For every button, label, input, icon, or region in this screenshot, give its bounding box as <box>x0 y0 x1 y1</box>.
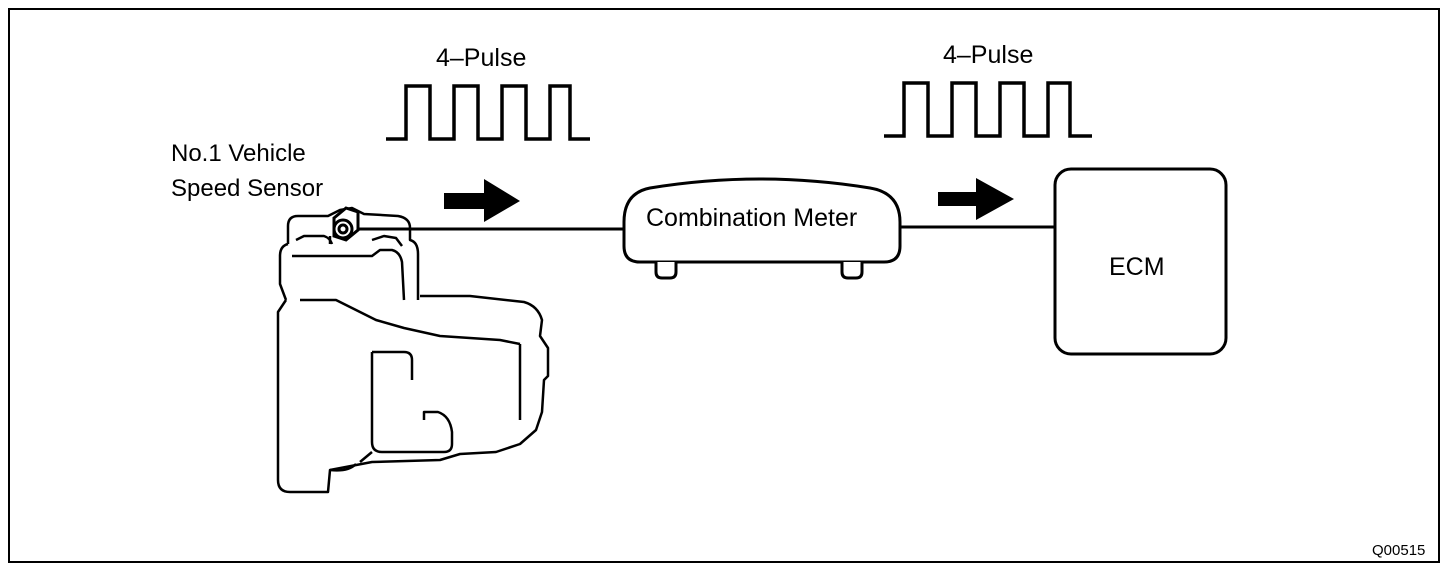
pulse-label-left: 4–Pulse <box>436 44 527 72</box>
transmission-illustration <box>276 206 550 494</box>
sensor-label-line1: No.1 Vehicle <box>171 140 306 167</box>
combination-meter-label: Combination Meter <box>646 204 858 232</box>
signal-arrow-right <box>938 178 1014 220</box>
pulse-waveform-right <box>884 81 1092 138</box>
speed-sensor-icon <box>332 206 360 242</box>
ecm-label: ECM <box>1109 253 1165 281</box>
pulse-label-right: 4–Pulse <box>943 41 1034 69</box>
diagram-frame <box>8 8 1440 563</box>
figure-code: Q00515 <box>1372 542 1426 559</box>
signal-arrow-left <box>444 179 520 222</box>
pulse-waveform-left <box>386 84 590 141</box>
sensor-label: No.1 Vehicle Speed Sensor <box>171 136 323 206</box>
combination-meter-box <box>622 177 902 280</box>
sensor-label-line2: Speed Sensor <box>171 175 324 202</box>
ecm-box <box>1053 167 1228 356</box>
